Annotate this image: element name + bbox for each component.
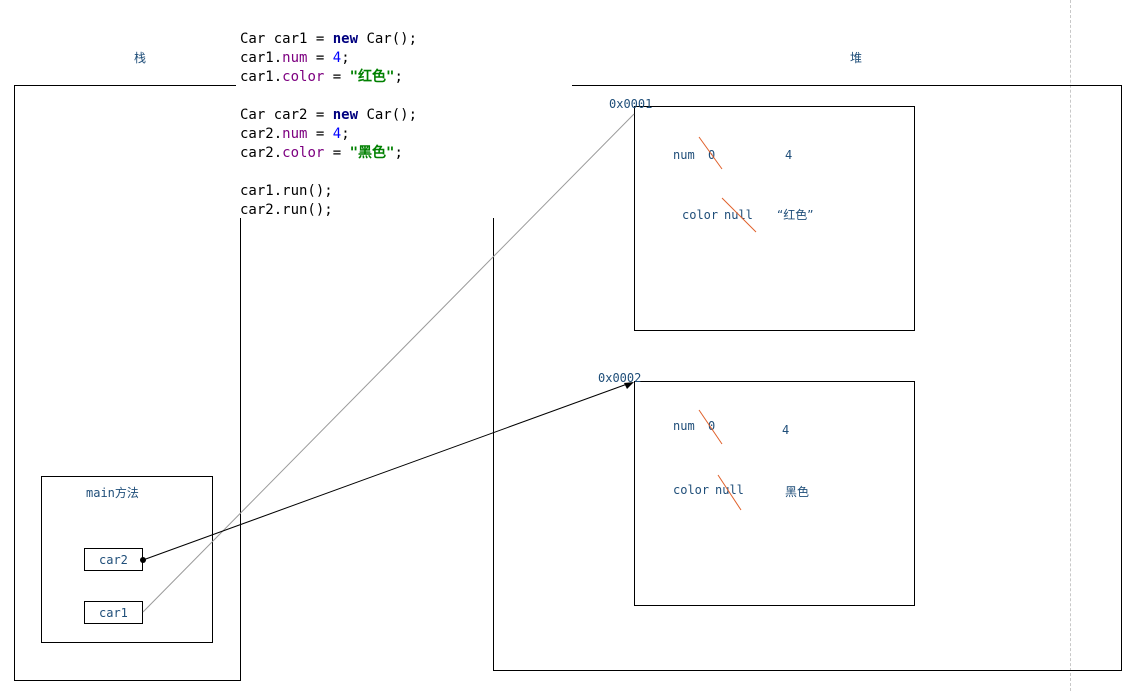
object-2-num-new: 4 — [782, 423, 790, 437]
code-line-8: car2.run(); — [240, 202, 333, 218]
code-backing — [236, 28, 572, 86]
object-2-address: 0x0002 — [598, 371, 642, 385]
car1-variable — [84, 601, 143, 624]
code-line-5: car2.num = 4; — [240, 126, 350, 142]
code-listing: Car car1 = new Car(); car1.num = 4; car1… — [240, 30, 417, 220]
page-edge-line — [1070, 0, 1071, 691]
object-2-num-label: num — [673, 419, 695, 433]
code-line-3: car1.color = "红色"; — [240, 69, 403, 85]
code-line-4: Car car2 = new Car(); — [240, 107, 418, 123]
object-1-num-label: num — [673, 148, 695, 162]
main-method-label: main方法 — [86, 486, 139, 500]
object-1-color-label: color — [682, 208, 719, 222]
car2-variable-label: car2 — [99, 553, 128, 567]
code-line-6: car2.color = "黑色"; — [240, 145, 403, 161]
code-line-7: car1.run(); — [240, 183, 333, 199]
code-line-2: car1.num = 4; — [240, 50, 350, 66]
code-line-1: Car car1 = new Car(); — [240, 31, 418, 47]
code-backing-lower — [236, 86, 498, 218]
heap-object-1 — [634, 106, 915, 331]
heap-region — [493, 85, 1122, 671]
heap-title: 堆 — [850, 51, 863, 65]
object-2-color-strike — [717, 474, 742, 511]
object-1-address: 0x0001 — [609, 97, 653, 111]
car2-arrow-origin — [140, 557, 146, 563]
object-1-num-strike — [698, 136, 723, 170]
object-1-color-strike — [721, 197, 757, 233]
object-2-num-old: 0 — [708, 419, 716, 433]
stack-title: 栈 — [134, 51, 147, 65]
car1-reference-line — [142, 113, 635, 613]
object-2-color-label: color — [673, 483, 710, 497]
car1-variable-label: car1 — [99, 606, 128, 620]
object-1-color-new: “红色” — [777, 208, 814, 222]
object-1-num-new: 4 — [785, 148, 793, 162]
car2-reference-arrow — [142, 382, 631, 561]
car2-arrow-head — [624, 382, 634, 389]
main-method-frame — [41, 476, 213, 643]
stack-region — [14, 85, 241, 681]
object-2-color-new: 黑色 — [785, 485, 810, 499]
object-2-num-strike — [698, 409, 723, 445]
object-2-color-old: null — [715, 483, 744, 497]
heap-object-2 — [634, 381, 915, 606]
